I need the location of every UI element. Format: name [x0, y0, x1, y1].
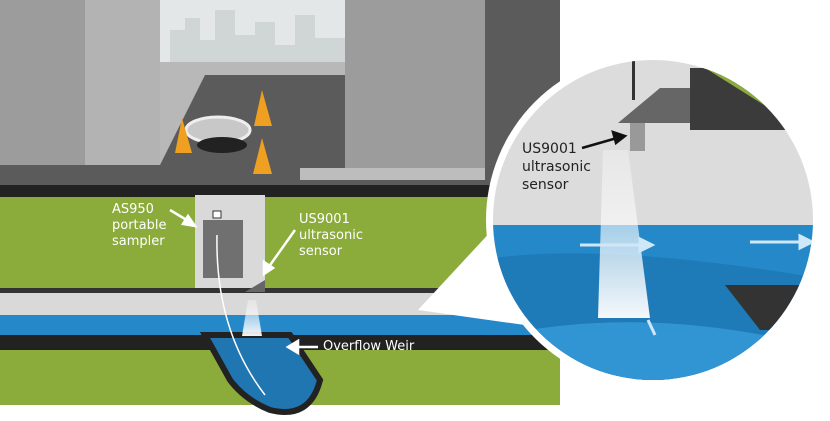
- channel-water: [0, 315, 560, 335]
- sensor-label: US9001 ultrasonic sensor: [299, 212, 363, 260]
- sampler-label-line: portable: [112, 218, 167, 233]
- sensor-label-line: US9001: [299, 212, 350, 227]
- sampler-label-line: AS950: [112, 202, 154, 217]
- zoom-sensor-label-line: US9001: [522, 141, 577, 157]
- zoom-sensor-label: US9001 ultrasonic sensor: [522, 140, 591, 194]
- sensor-beam: [242, 300, 262, 336]
- label-arrows: [169, 208, 318, 356]
- sampler-device: [203, 220, 243, 278]
- traffic-cones: [175, 90, 272, 174]
- weir-label: Overflow Weir: [323, 339, 415, 354]
- sampler-label-line: sampler: [112, 234, 165, 249]
- sensor-mount: [245, 280, 265, 292]
- sensor-label-line: ultrasonic: [299, 228, 363, 243]
- sampler-label: AS950 portable sampler: [112, 202, 166, 250]
- skyline: [170, 10, 345, 62]
- zoom-sensor-label-line: sensor: [522, 177, 569, 193]
- sensor-label-line: sensor: [299, 244, 343, 259]
- zoom-sensor: [630, 123, 645, 151]
- overflow-pipe: [199, 332, 324, 415]
- building-right: [345, 0, 485, 168]
- flow-arrows: [580, 233, 813, 336]
- zoom-label-arrow: [581, 130, 628, 150]
- zoom-beam: [598, 150, 650, 318]
- zoom-sensor-label-line: ultrasonic: [522, 159, 591, 175]
